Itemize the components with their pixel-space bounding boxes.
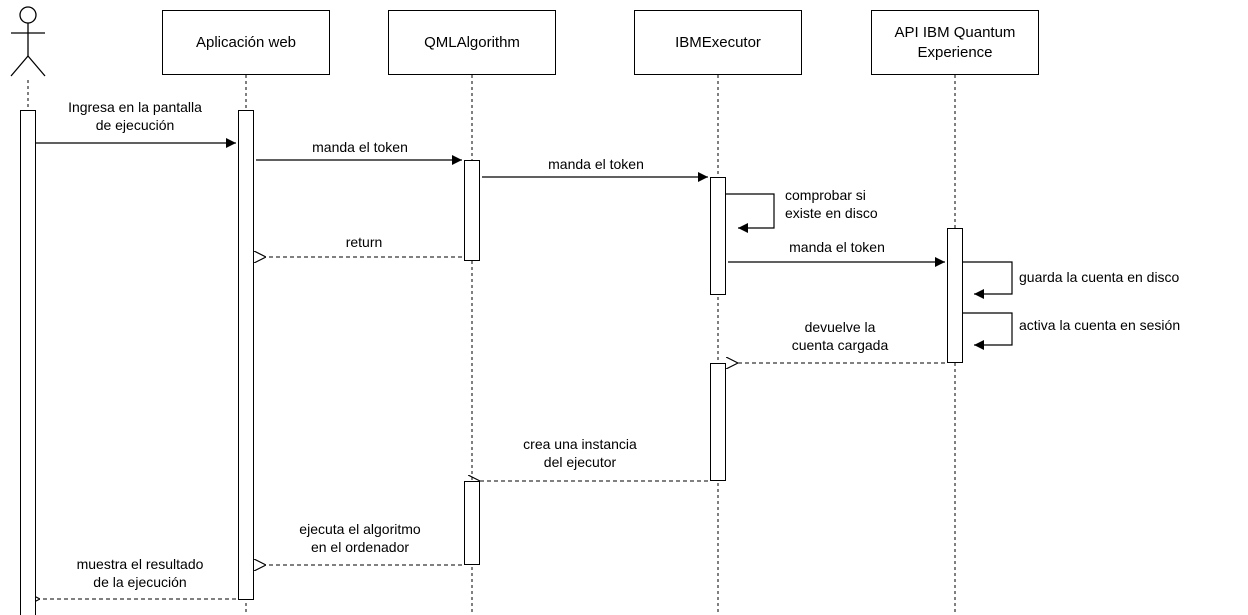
activation-api (947, 228, 963, 363)
message-m11-line1: ejecuta el algoritmo (299, 521, 421, 537)
participant-ibm-exec: IBMExecutor (634, 10, 802, 75)
message-m7-label: guarda la cuenta en disco (1019, 268, 1180, 286)
participant-ibm-exec-label: IBMExecutor (675, 33, 761, 51)
activation-ibm-exec-2 (710, 363, 726, 481)
message-m8-label: activa la cuenta en sesión (1019, 316, 1181, 334)
message-m1-line1: Ingresa en la pantalla (68, 99, 202, 115)
activation-user (20, 110, 36, 615)
activation-qml-1 (464, 160, 480, 261)
message-m12-line1: muestra el resultado (76, 556, 204, 572)
arrow-m7 (963, 261, 1013, 299)
message-m8-text: activa la cuenta en sesión (1019, 317, 1181, 333)
message-m5-label: return (324, 233, 404, 251)
arrow-m8 (963, 312, 1013, 350)
message-m10-line2: del ejecutor (543, 454, 617, 470)
message-m5-text: return (345, 234, 383, 250)
message-m4-line2: existe en disco (785, 205, 878, 221)
actor-user-icon (10, 6, 46, 77)
message-m10-line1: crea una instancia (523, 436, 637, 452)
message-m9-line2: cuenta cargada (791, 337, 889, 353)
activation-web (238, 110, 254, 600)
message-m11-label: ejecuta el algoritmo en el ordenador (275, 520, 445, 556)
participant-api: API IBM Quantum Experience (871, 10, 1039, 75)
message-m3-text: manda el token (548, 156, 644, 172)
participant-web-label: Aplicación web (195, 33, 297, 51)
participant-api-label-line2: Experience (917, 43, 993, 61)
message-m2-text: manda el token (312, 139, 408, 155)
activation-ibm-exec-1 (710, 177, 726, 295)
message-m11-line2: en el ordenador (310, 539, 410, 555)
message-m1-line2: de ejecución (95, 117, 175, 133)
message-m4-line1: comprobar si (785, 187, 866, 203)
message-m1-label: Ingresa en la pantalla de ejecución (40, 98, 230, 134)
message-m4-label: comprobar si existe en disco (785, 186, 878, 222)
message-m6-text: manda el token (789, 239, 885, 255)
participant-qml-label: QMLAlgorithm (424, 33, 520, 51)
message-m3-label: manda el token (516, 155, 676, 173)
message-m10-label: crea una instancia del ejecutor (500, 435, 660, 471)
activation-qml-2 (464, 481, 480, 565)
participant-web: Aplicación web (162, 10, 330, 75)
message-m9-label: devuelve la cuenta cargada (770, 318, 910, 354)
message-m6-label: manda el token (762, 238, 912, 256)
arrow-m4 (726, 193, 775, 233)
message-m12-line2: de la ejecución (93, 574, 187, 590)
message-m12-label: muestra el resultado de la ejecución (55, 555, 225, 591)
message-m9-line1: devuelve la (804, 319, 876, 335)
participant-qml: QMLAlgorithm (388, 10, 556, 75)
participant-api-label-line1: API IBM Quantum (894, 23, 1016, 41)
message-m2-label: manda el token (280, 138, 440, 156)
message-m7-text: guarda la cuenta en disco (1019, 269, 1180, 285)
